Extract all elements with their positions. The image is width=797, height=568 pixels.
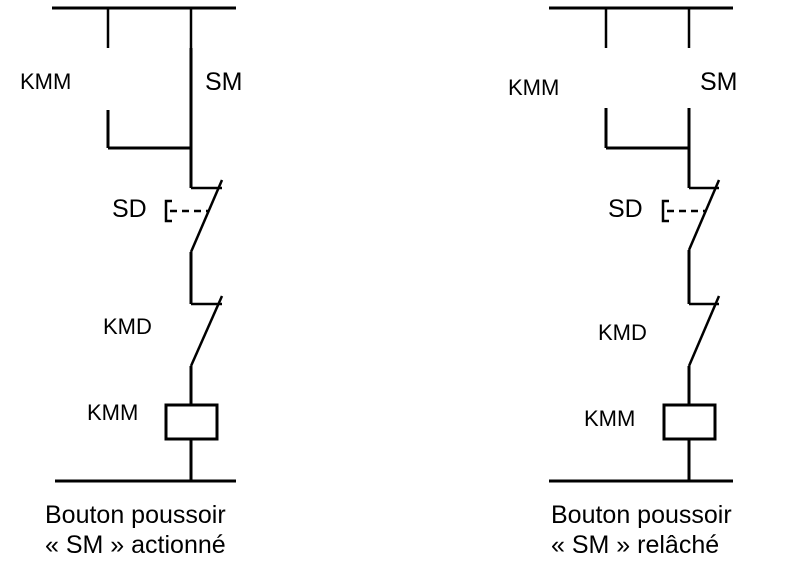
left-sd-moving-contact: [189, 179, 224, 253]
right-sm-contact-label: SM: [700, 68, 738, 96]
right-kmd-contact-label: KMD: [598, 320, 647, 345]
right-kmm-contact-label: KMM: [508, 75, 560, 100]
right-caption: Bouton poussoir « SM » relâché: [551, 500, 732, 560]
right-kmd-moving-contact: [687, 295, 721, 367]
right-kmm-coil: [662, 403, 717, 441]
left-kmd-contact-label: KMD: [103, 314, 152, 339]
right-kmm-coil-label: KMM: [584, 406, 636, 431]
left-sm-contact-label: SM: [205, 68, 243, 96]
left-kmm-coil-label: KMM: [87, 400, 139, 425]
right-circuit: [549, 6, 733, 483]
left-circuit: [52, 6, 236, 483]
left-caption: Bouton poussoir « SM » actionné: [45, 500, 226, 560]
right-caption-line1: Bouton poussoir: [551, 501, 732, 529]
right-sd-pushbutton-head: [661, 199, 669, 223]
left-kmd-moving-contact: [189, 295, 224, 367]
right-sd-moving-contact: [687, 179, 721, 251]
left-sd-pushbutton-label: SD: [112, 195, 147, 223]
right-caption-line2: « SM » relâché: [551, 531, 720, 559]
left-caption-line2: « SM » actionné: [45, 531, 226, 559]
right-sd-pushbutton-label: SD: [608, 195, 643, 223]
left-sd-pushbutton-head: [164, 199, 172, 223]
left-kmm-coil: [164, 403, 219, 441]
left-caption-line1: Bouton poussoir: [45, 501, 226, 529]
left-kmm-contact-label: KMM: [20, 69, 72, 94]
